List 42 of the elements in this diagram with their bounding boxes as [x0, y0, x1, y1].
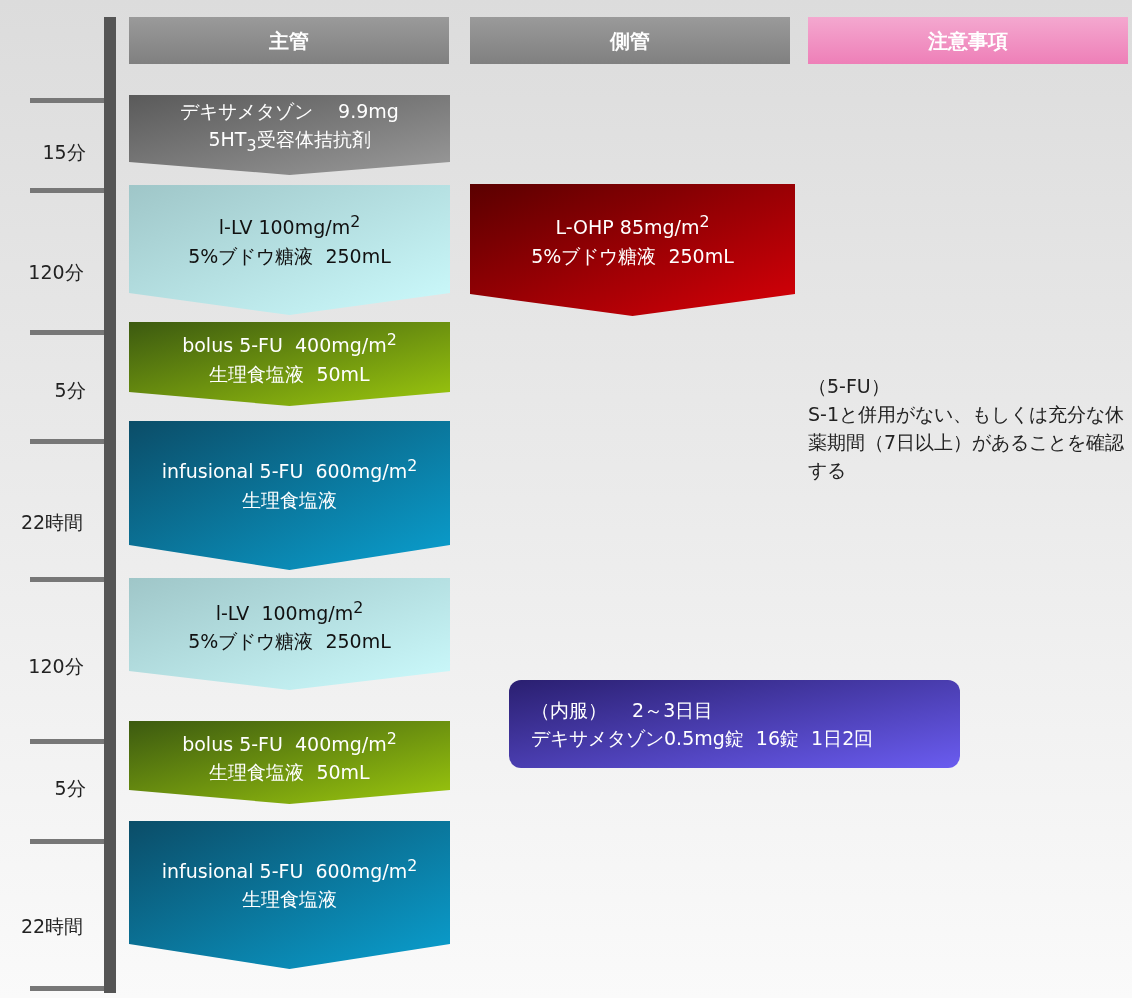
header-text: 主管: [269, 27, 309, 55]
dose-text: infusional 5-FU 600mg/m$^{2}$: [161, 854, 418, 885]
dose-text: infusional 5-FU 600mg/m$^{2}$: [161, 455, 418, 485]
note-text: S-1と併用がない、もしくは充分な休薬期間（7日以上）があることを確認する: [808, 402, 1126, 483]
chevron-box: [129, 821, 450, 969]
dose-text: 5%ブドウ糖液 250mL: [188, 243, 391, 269]
column-header: [470, 17, 790, 64]
chevron-box: [129, 95, 450, 175]
dose-text: bolus 5-FU 400mg/m$^{2}$: [182, 727, 397, 758]
time-label: 120分: [27, 654, 85, 679]
dose-text: L-OHP 85mg/m$^{2}$: [555, 211, 710, 241]
dose-text: （内服） 2～3日目: [531, 698, 714, 723]
time-label: 22時間: [19, 914, 85, 939]
column-header: [129, 17, 449, 64]
dose-text: 生理食塩液: [242, 887, 337, 913]
chevron-box: [129, 322, 450, 406]
chevron-box: [129, 185, 450, 315]
dose-text: l-LV 100mg/m$^{2}$: [218, 211, 361, 241]
time-label: 5分: [53, 776, 87, 801]
time-label: 22時間: [19, 510, 85, 535]
dose-text: 生理食塩液 50mL: [209, 760, 370, 786]
chevron-box: [129, 578, 450, 690]
dose-text: デキサメタゾン 9.9mg: [180, 99, 399, 125]
dose-text: デキサメタゾン0.5mg錠 16錠 1日2回: [531, 726, 874, 751]
dose-text: 5%ブドウ糖液 250mL: [531, 243, 734, 269]
dose-text: 生理食塩液: [242, 487, 337, 513]
dose-text: 5HT$_{3}$受容体拮抗剤: [208, 127, 371, 157]
chevron-box: [129, 421, 450, 570]
chevron-box: [470, 184, 795, 316]
rounded-box: [509, 680, 960, 768]
column-header: [808, 17, 1128, 64]
time-label: 120分: [27, 260, 85, 285]
dose-text: l-LV 100mg/m$^{2}$: [215, 596, 364, 627]
note-text: （5-FU）: [808, 374, 891, 399]
dose-text: bolus 5-FU 400mg/m$^{2}$: [182, 329, 397, 359]
dose-text: 生理食塩液 50mL: [209, 361, 370, 387]
chevron-box: [129, 721, 450, 804]
dose-text: 5%ブドウ糖液 250mL: [188, 629, 391, 655]
header-text: 側管: [610, 27, 650, 55]
time-label: 5分: [53, 378, 87, 403]
header-text: 注意事項: [928, 27, 1008, 55]
time-label: 15分: [41, 140, 87, 165]
